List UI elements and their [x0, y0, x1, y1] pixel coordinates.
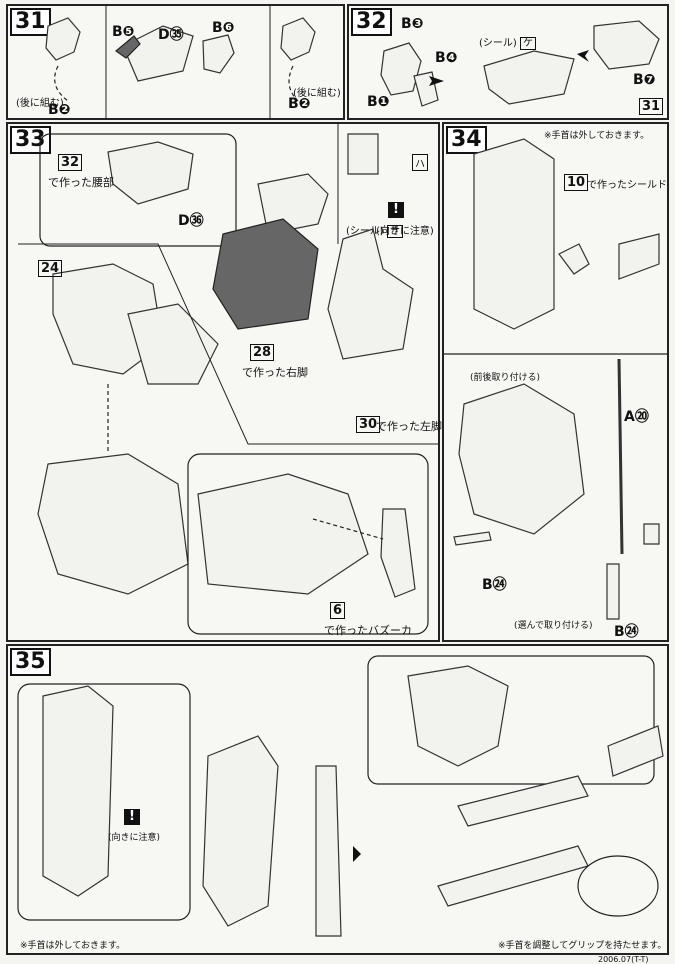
- front-back-attach-label: (前後取り付ける): [470, 373, 541, 383]
- part-b24-left: B㉔: [482, 577, 507, 593]
- made-waist-label: で作った腰部: [48, 176, 114, 189]
- back-assemble-left: (後に組む): [16, 98, 64, 109]
- step-35-illustration: [17, 655, 664, 937]
- step-35-panel: 35 ! (向きに注意) ※手首は外しておきます。 ※手首を調整してグリップを持…: [6, 644, 669, 955]
- made-bazooka-label: で作ったバズーカ: [324, 624, 412, 637]
- footer-code: 2006.07(T-T): [598, 955, 649, 964]
- part-b6: B❻: [212, 20, 235, 36]
- made-left-leg-label: で作った左脚: [376, 420, 442, 433]
- caution-icon-35: !: [124, 809, 140, 825]
- ref-step-30: 30: [356, 416, 381, 433]
- part-a20: A⑳: [624, 409, 649, 425]
- step-33-panel: 33 32 で作った腰部 D㊱ (シール) サ ハ ! (向きに注意) 24 2…: [6, 122, 442, 642]
- made-right-leg-label: で作った右脚: [242, 366, 308, 379]
- part-b24-right: B㉔: [614, 624, 639, 640]
- step-31-number: 31: [10, 8, 51, 36]
- step-35-number: 35: [10, 648, 51, 676]
- made-shield-label: で作ったシールド: [587, 180, 667, 191]
- ref-step-10: 10: [564, 174, 589, 191]
- ref-step-24: 24: [38, 260, 63, 277]
- part-b4: B❹: [435, 50, 458, 66]
- note-adjust-grip: ※手首を調整してグリップを持たせます。: [498, 941, 667, 951]
- step-34-number: 34: [446, 126, 487, 154]
- step-32-illustration: [380, 20, 660, 107]
- caution-label-35: (向きに注意): [108, 833, 161, 843]
- step-34-illustration: [444, 138, 667, 620]
- part-b7: B❼: [633, 72, 656, 88]
- caution-icon: !: [388, 202, 404, 218]
- ref-step-32: 32: [58, 154, 83, 171]
- note-remove-wrist-35: ※手首は外しておきます。: [20, 941, 126, 951]
- part-d35: D㉟: [158, 27, 184, 43]
- part-b2-right: B❷: [288, 96, 311, 112]
- part-b5: B❺: [112, 24, 135, 40]
- step-33-illustration: [18, 124, 438, 635]
- note-remove-wrist-34: ※手首は外しておきます。: [544, 131, 650, 141]
- step-34-panel: 34 ※手首は外しておきます。 10 で作ったシールド (前後取り付ける) A⑳…: [442, 122, 669, 642]
- ref-step-31: 31: [639, 98, 664, 115]
- part-b1: B❶: [367, 94, 390, 110]
- step-32-number: 32: [351, 8, 392, 36]
- caution-label-33: (向きに注意): [376, 226, 434, 237]
- part-b2-left: B❷: [48, 102, 71, 118]
- step-32-panel: 32 B❸ B❹ B❶ (シール) ケ B❼ 31: [347, 4, 669, 120]
- part-b3: B❸: [401, 16, 424, 32]
- back-assemble-right: (後に組む): [293, 88, 341, 99]
- seal-label: (シール) ケ: [479, 34, 536, 50]
- ref-step-6: 6: [330, 602, 346, 619]
- select-attach-label: (選んで取り付ける): [514, 621, 593, 631]
- seal-code: ケ: [520, 37, 536, 50]
- seal-label-33: (シール) サ: [346, 222, 403, 238]
- part-d36: D㊱: [178, 213, 204, 229]
- seal-code-33: サ: [387, 225, 403, 238]
- ref-step-28: 28: [250, 344, 275, 361]
- step-31-panel: 31 B❺ D㉟ B❻ (後に組む) B❷ B❷ (後に組む): [6, 4, 345, 120]
- step-31-illustration: [45, 6, 316, 118]
- seal-ha: ハ: [412, 154, 428, 171]
